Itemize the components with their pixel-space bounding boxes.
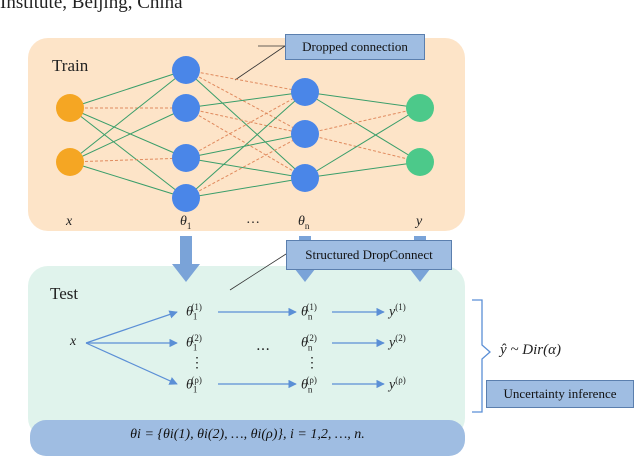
- dropped-connection-callout: Dropped connection: [285, 34, 425, 60]
- train-label-ellipsis: …: [246, 212, 260, 227]
- test-panel: [28, 266, 465, 438]
- formula-bar: [30, 420, 465, 456]
- test-y-row1: y(1): [389, 302, 406, 320]
- test-title: Test: [50, 284, 79, 303]
- test-theta1-row2: θ1(2): [186, 333, 202, 353]
- train-label-theta1: θ1: [180, 214, 192, 231]
- test-theta1-row1: θ1(1): [186, 302, 202, 322]
- test-input-x: x: [70, 334, 77, 349]
- header-fragment: Institute, Beijing, China: [0, 0, 183, 13]
- uncertainty-inference-callout: Uncertainty inference: [486, 380, 634, 408]
- test-row2-ellipsis: …: [256, 338, 270, 354]
- test-thetan-rowp: θn(ρ): [301, 375, 317, 395]
- output-brace: [472, 299, 491, 413]
- train-panel: [28, 38, 465, 231]
- test-y-rowp: y(ρ): [389, 375, 406, 393]
- test-theta1-rowp: θ1(ρ): [186, 375, 202, 395]
- test-arrows: [85, 307, 385, 389]
- test-y-row2: y(2): [389, 333, 406, 351]
- train-edges-input-layer1: [69, 69, 187, 199]
- test-vdots-thetan: ⋮: [305, 355, 319, 371]
- train-layern-nodes: [291, 78, 319, 192]
- structured-dropconnect-leader: [229, 253, 287, 291]
- train-layer1-nodes: [172, 56, 200, 212]
- train-title: Train: [52, 56, 89, 75]
- train-output-nodes: [406, 94, 434, 176]
- dirichlet-formula: ŷ ~ Dir(α): [500, 342, 561, 358]
- train-label-y: y: [416, 214, 423, 229]
- test-vdots-theta1: ⋮: [190, 355, 204, 371]
- train-edges-layer1-layern: [185, 69, 306, 199]
- test-thetan-row2: θn(2): [301, 333, 317, 353]
- structured-dropconnect-callout: Structured DropConnect: [286, 240, 452, 270]
- train-input-nodes: [56, 94, 84, 176]
- dropped-connection-leader: [234, 45, 286, 81]
- train-label-x: x: [66, 214, 73, 229]
- train-edges-layern-output: [304, 91, 421, 179]
- train-label-thetan: θn: [298, 214, 310, 231]
- test-thetan-row1: θn(1): [301, 302, 317, 322]
- bottom-formula: θi = {θi(1), θi(2), …, θi(ρ)}, i = 1,2, …: [130, 427, 365, 442]
